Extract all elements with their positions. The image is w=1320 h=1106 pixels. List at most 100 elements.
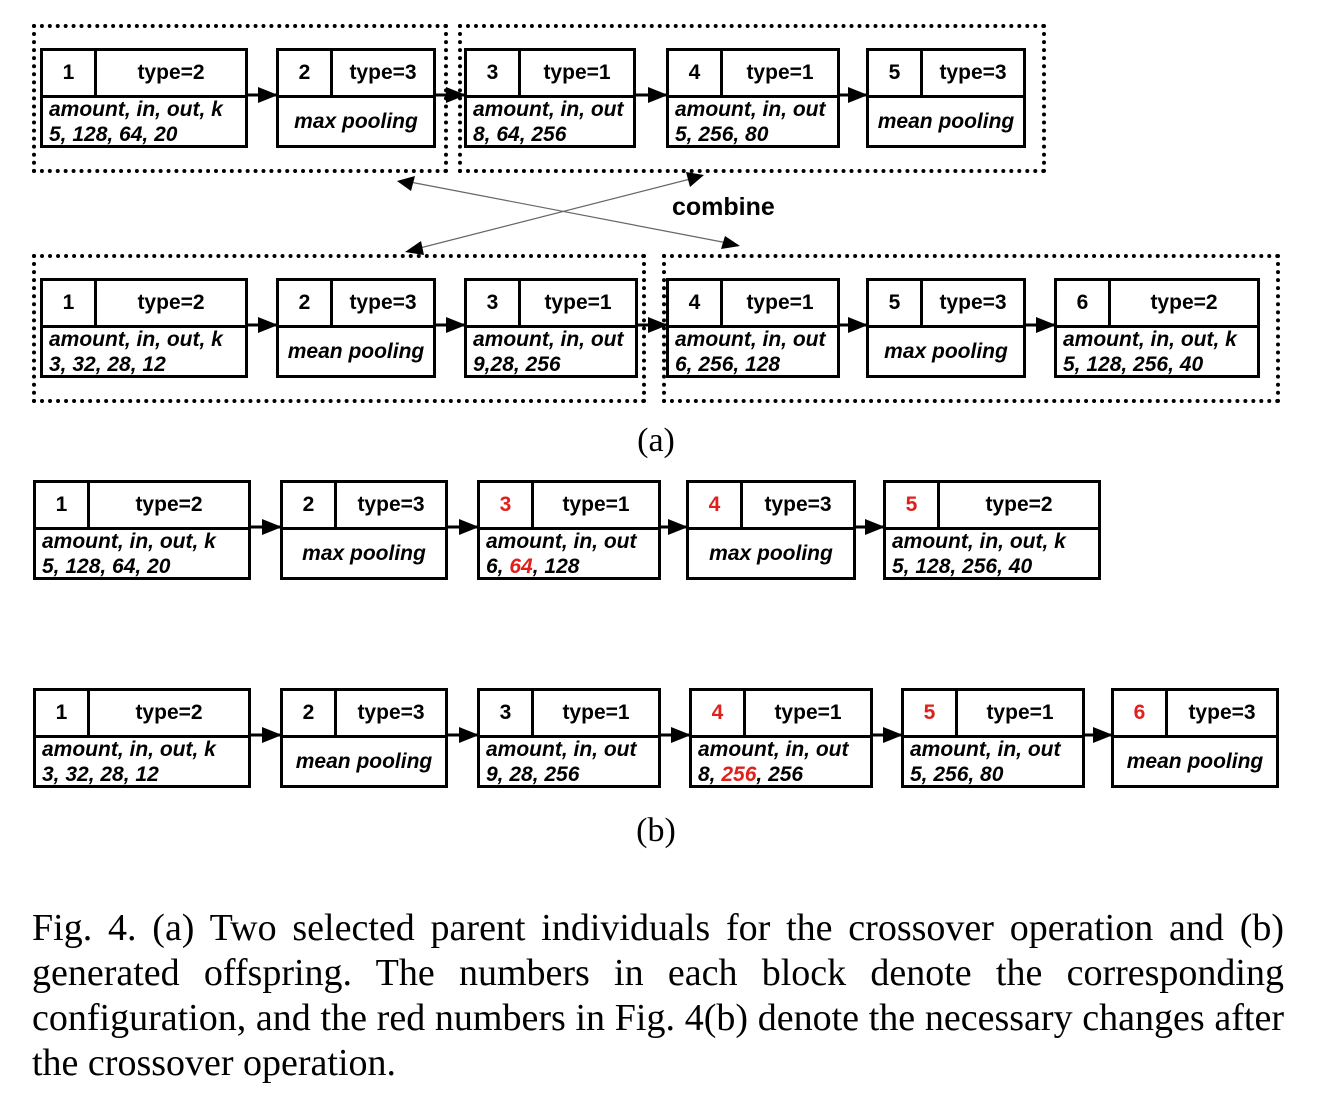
config-line: amount, in, out xyxy=(675,327,837,352)
config-line: 9, 28, 256 xyxy=(486,762,658,787)
config-line: mean pooling xyxy=(296,749,433,774)
crossover-arrowhead-b1 xyxy=(405,241,424,255)
config-text: 5, 256, 80 xyxy=(910,762,1004,786)
config-line: amount, in, out, k xyxy=(42,529,248,554)
block-index: 6 xyxy=(1057,281,1111,325)
block-config: max pooling xyxy=(689,530,853,577)
config-line: 5, 256, 80 xyxy=(675,122,837,147)
block-index: 3 xyxy=(467,51,521,95)
config-text: amount, in, out xyxy=(486,529,637,553)
config-text: amount, in, out xyxy=(675,97,826,121)
block-index: 2 xyxy=(279,51,333,95)
block-type: type=2 xyxy=(135,701,203,724)
block-index: 1 xyxy=(36,691,90,735)
config-line: 5, 128, 64, 20 xyxy=(49,122,245,147)
block-type: type=1 xyxy=(774,701,842,724)
config-text: 8, 64, 256 xyxy=(473,122,567,146)
config-text: 5, 128, 64, 20 xyxy=(42,554,171,578)
block-index: 2 xyxy=(283,483,337,527)
block-type: type=2 xyxy=(137,291,205,314)
config-line: 6, 64, 128 xyxy=(486,554,658,579)
config-line: 6, 256, 128 xyxy=(675,352,837,377)
block-index: 3 xyxy=(467,281,521,325)
config-line: amount, in, out xyxy=(473,97,633,122)
config-text: 5, 128, 256, 40 xyxy=(892,554,1033,578)
crossover-arrow-a xyxy=(409,181,739,246)
block-type: type=3 xyxy=(939,61,1007,84)
config-text: 6, xyxy=(486,554,510,578)
config-line: mean pooling xyxy=(288,339,425,364)
config-line: 9,28, 256 xyxy=(473,352,635,377)
config-text: amount, in, out xyxy=(473,97,624,121)
block-index: 2 xyxy=(279,281,333,325)
crossover-arrow-b xyxy=(411,175,703,251)
config-line: 5, 128, 256, 40 xyxy=(892,554,1098,579)
combine-label: combine xyxy=(672,193,775,221)
crossover-arrowhead-a1 xyxy=(397,176,415,191)
config-text: amount, in, out xyxy=(675,327,826,351)
block-type: type=2 xyxy=(135,493,203,516)
config-text: amount, in, out, k xyxy=(42,529,216,553)
block-type: type=1 xyxy=(562,493,630,516)
config-line: amount, in, out xyxy=(910,737,1082,762)
config-text: 9, 28, 256 xyxy=(486,762,580,786)
config-text: 5, 256, 80 xyxy=(675,122,769,146)
block-index: 3 xyxy=(480,483,534,527)
block-index: 2 xyxy=(283,691,337,735)
block-index: 6 xyxy=(1114,691,1168,735)
block-index: 5 xyxy=(869,281,923,325)
block-config: max pooling xyxy=(283,530,445,577)
config-text: , 128 xyxy=(532,554,580,578)
block-type: type=3 xyxy=(1188,701,1256,724)
config-text: 6, 256, 128 xyxy=(675,352,781,376)
config-text: , 256 xyxy=(756,762,804,786)
parent2-segment-left xyxy=(32,254,646,403)
block-type: type=3 xyxy=(349,291,417,314)
crossover-arrowhead-b2 xyxy=(686,172,704,187)
config-line: mean pooling xyxy=(878,109,1015,134)
config-line: max pooling xyxy=(709,541,833,566)
config-text: 5, 128, 256, 40 xyxy=(1063,352,1204,376)
block-index: 5 xyxy=(904,691,958,735)
config-text: amount, in, out, k xyxy=(1063,327,1237,351)
block-type: type=2 xyxy=(137,61,205,84)
config-text: max pooling xyxy=(294,110,418,133)
config-line: amount, in, out xyxy=(486,529,658,554)
crossover-arrowhead-a2 xyxy=(721,236,740,249)
config-text: mean pooling xyxy=(877,110,1015,133)
panel-b-label: (b) xyxy=(636,812,676,849)
config-text: max pooling xyxy=(709,542,833,565)
block-config: max pooling xyxy=(869,328,1023,375)
config-line: amount, in, out xyxy=(473,327,635,352)
block-index: 1 xyxy=(43,281,97,325)
config-text: max pooling xyxy=(884,340,1008,363)
config-text: mean pooling xyxy=(1126,750,1264,773)
block-index: 1 xyxy=(36,483,90,527)
config-line: 3, 32, 28, 12 xyxy=(49,352,245,377)
layer-block-6: 6 type=3 mean pooling xyxy=(1111,688,1279,788)
block-type: type=1 xyxy=(544,291,612,314)
config-text: mean pooling xyxy=(295,750,433,773)
config-line: 5, 256, 80 xyxy=(910,762,1082,787)
block-index: 4 xyxy=(669,51,723,95)
config-text: 3, 32, 28, 12 xyxy=(49,352,166,376)
config-text: amount, in, out xyxy=(486,737,637,761)
